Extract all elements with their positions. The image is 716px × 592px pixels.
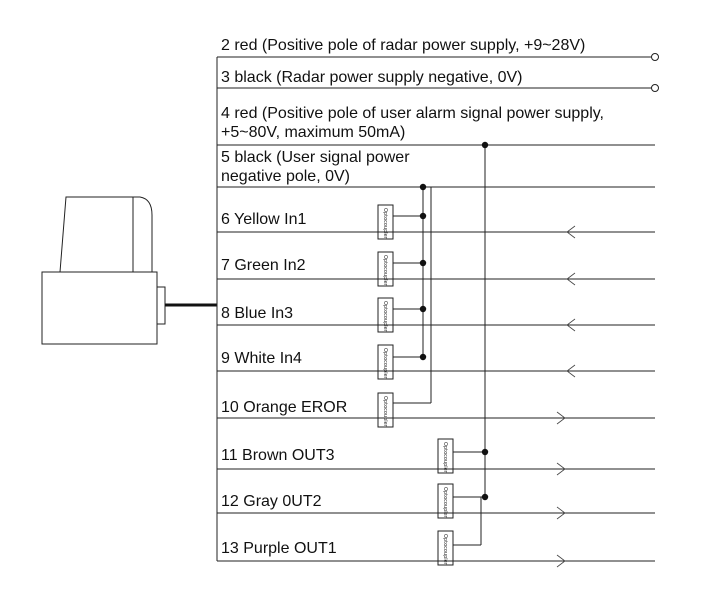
optocoupler-label: Optocoupler xyxy=(382,348,388,380)
wire-4-label-line2: +5~80V, maximum 50mA) xyxy=(221,124,405,141)
wire-4-label: 4 red (Positive pole of user alarm signa… xyxy=(221,105,604,122)
output-arrow-icon xyxy=(556,462,566,476)
junction-dot xyxy=(481,493,489,501)
input-optocouplers: Optocoupler Optocoupler Optocoupler Opto… xyxy=(377,204,427,428)
input-arrow-icon xyxy=(566,318,576,332)
wire-5-label: 5 black (User signal power xyxy=(221,149,410,166)
direction-arrows xyxy=(556,225,576,568)
wire-9-label: 9 White In4 xyxy=(221,350,302,367)
wire-5-label-line2: negative pole, 0V) xyxy=(221,168,350,185)
wire-13-label: 13 Purple OUT1 xyxy=(221,540,337,557)
output-bus xyxy=(453,141,489,546)
optocoupler xyxy=(437,530,454,566)
wire-8-label: 8 Blue In3 xyxy=(221,305,293,322)
optocoupler xyxy=(437,483,454,519)
optocoupler-label: Optocoupler xyxy=(382,255,388,287)
input-arrow-icon xyxy=(566,364,576,378)
junction-dot xyxy=(481,448,489,456)
optocoupler-label: Optocoupler xyxy=(442,534,448,566)
optocoupler-label: Optocoupler xyxy=(382,208,388,240)
optocoupler-label: Optocoupler xyxy=(442,442,448,474)
junction-dot xyxy=(419,353,427,361)
wire-12-label: 12 Gray 0UT2 xyxy=(221,493,322,510)
input-arrow-icon xyxy=(566,225,576,239)
output-arrow-icon xyxy=(556,506,566,520)
junction-dot xyxy=(419,183,427,191)
optocoupler xyxy=(377,392,394,428)
wire-6-label: 6 Yellow In1 xyxy=(221,211,307,228)
optocoupler xyxy=(377,251,394,287)
optocoupler xyxy=(437,438,454,474)
input-arrow-icon xyxy=(566,272,576,286)
optocoupler xyxy=(377,297,394,333)
junction-dot xyxy=(481,141,489,149)
optocoupler xyxy=(377,204,394,240)
optocoupler xyxy=(377,344,394,380)
optocoupler-label: Optocoupler xyxy=(382,301,388,333)
input-bus xyxy=(406,183,432,404)
wire-2-label: 2 red (Positive pole of radar power supp… xyxy=(221,37,585,54)
optocoupler-label: Optocoupler xyxy=(442,487,448,519)
optocoupler-label: Optocoupler xyxy=(382,396,388,428)
output-arrow-icon xyxy=(556,411,566,425)
junction-dot xyxy=(419,212,427,220)
output-arrow-icon xyxy=(556,554,566,568)
wire-10-label: 10 Orange EROR xyxy=(221,399,347,416)
wire-labels: 2 red (Positive pole of radar power supp… xyxy=(221,37,604,557)
wire-3-label: 3 black (Radar power supply negative, 0V… xyxy=(221,69,523,86)
wire-11-label: 11 Brown OUT3 xyxy=(221,447,335,464)
wire-7-label: 7 Green In2 xyxy=(221,257,306,274)
radar-device xyxy=(41,196,217,345)
junction-dot xyxy=(419,259,427,267)
output-optocouplers: Optocoupler Optocoupler Optocoupler xyxy=(437,438,489,566)
wire-lines xyxy=(217,53,659,562)
junction-dot xyxy=(419,305,427,313)
